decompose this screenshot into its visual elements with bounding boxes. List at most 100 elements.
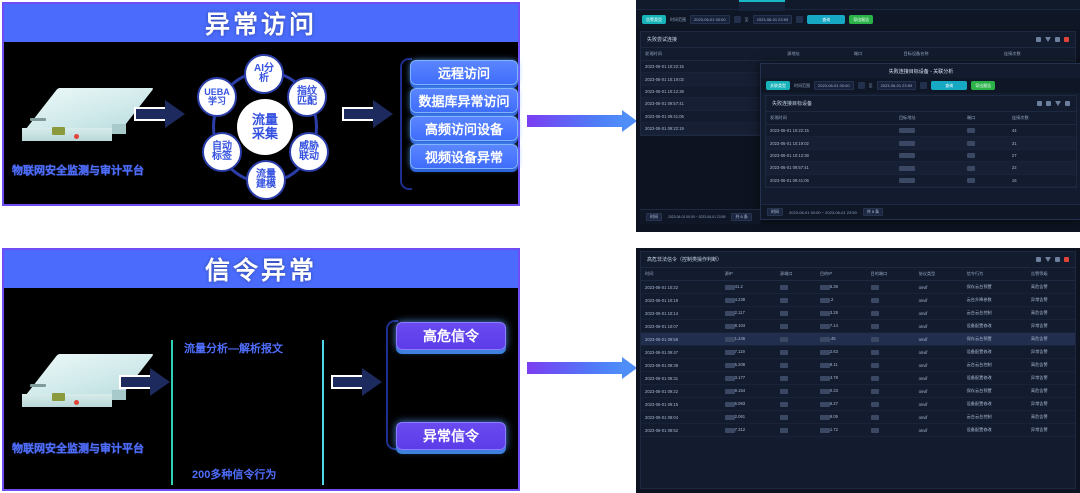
overlay-search-button[interactable]: 查询 bbox=[931, 81, 968, 90]
table-cell bbox=[775, 280, 816, 294]
table-cell: 高危告警 bbox=[1026, 332, 1075, 346]
calendar-icon[interactable] bbox=[733, 16, 741, 23]
table-cell: 3.28 bbox=[815, 306, 867, 320]
close-icon[interactable] bbox=[1064, 257, 1069, 262]
table-cell: onvif bbox=[914, 319, 963, 333]
table-cell: 2023-06-01 10:07 bbox=[641, 319, 721, 333]
table-cell: 云台云台控制 bbox=[962, 410, 1027, 424]
device-label-1: 物联网安全监测与审计平台 bbox=[12, 165, 144, 177]
maximize-icon[interactable] bbox=[1055, 37, 1060, 42]
app-screenshot-abnormal-access: 告警类型 时间范围 2023-06-01 00:00 至 2023-06-01 … bbox=[636, 0, 1080, 232]
alarm-type-select[interactable]: 告警类型 bbox=[642, 15, 666, 24]
filter-icon[interactable] bbox=[1045, 257, 1051, 262]
redacted-value bbox=[966, 128, 975, 134]
table-cell bbox=[866, 410, 915, 424]
cluster-node-ai: AI分析 bbox=[244, 54, 284, 94]
panel-2-title: 信令异常 bbox=[204, 257, 317, 285]
redacted-value bbox=[898, 128, 915, 134]
tab-active-indicator[interactable] bbox=[739, 0, 785, 11]
table-cell: 2023-06-01 09:39 bbox=[641, 358, 721, 372]
table-cell: 设备配置修改 bbox=[962, 345, 1027, 359]
overlay-start-time-input[interactable]: 2023-06-01 00:00 bbox=[814, 81, 854, 90]
table-cell: onvif bbox=[914, 306, 963, 320]
result-pill-column-2: 高危信令 异常信令 bbox=[396, 322, 506, 450]
table-cell bbox=[866, 384, 915, 398]
col-time: 发现时间 bbox=[641, 48, 784, 61]
result-pill-high-risk-signaling[interactable]: 高危信令 bbox=[396, 322, 506, 350]
maximize-icon[interactable] bbox=[1055, 257, 1060, 262]
start-time-input[interactable]: 2023-06-01 00:00 bbox=[690, 15, 730, 24]
export-report-button[interactable]: 导出报告 bbox=[849, 15, 874, 24]
redacted-value bbox=[870, 284, 879, 290]
card-action-icons bbox=[1036, 37, 1069, 42]
flow-arrow-2a bbox=[119, 367, 173, 397]
redacted-value bbox=[724, 310, 735, 316]
table-cell: 2023-06-01 09:31 bbox=[641, 371, 721, 385]
maximize-icon[interactable] bbox=[1065, 101, 1070, 106]
device-chip bbox=[52, 393, 65, 401]
table-cell: 高危告警 bbox=[1026, 410, 1075, 424]
close-icon[interactable] bbox=[1064, 37, 1069, 42]
info-icon[interactable] bbox=[1046, 101, 1051, 106]
redacted-value bbox=[724, 414, 735, 420]
redacted-value bbox=[870, 427, 879, 433]
overlay-end-time-input[interactable]: 2023-06-01 23:59 bbox=[876, 81, 917, 90]
app-toolbar: 告警类型 时间范围 2023-06-01 00:00 至 2023-06-01 … bbox=[636, 10, 1080, 29]
tag-icon[interactable] bbox=[1036, 37, 1041, 42]
table-cell: 7.119 bbox=[720, 345, 776, 359]
result-pill-abnormal-signaling[interactable]: 异常信令 bbox=[396, 422, 506, 450]
redacted-value bbox=[870, 336, 879, 342]
table-cell: 2023-06-01 10:19:02 bbox=[641, 72, 784, 86]
calendar-icon[interactable] bbox=[857, 82, 865, 89]
end-time-input[interactable]: 2023-06-01 23:59 bbox=[752, 15, 793, 24]
table-cell bbox=[866, 332, 915, 346]
redacted-value bbox=[870, 310, 879, 316]
search-button[interactable]: 查询 bbox=[807, 15, 846, 24]
tag-icon[interactable] bbox=[1036, 257, 1041, 262]
table-cell: onvif bbox=[914, 410, 963, 424]
table-cell bbox=[866, 358, 915, 372]
redacted-value bbox=[898, 140, 915, 146]
table-cell: 2023-06-01 09:22:19 bbox=[641, 122, 784, 136]
result-pill-remote-access[interactable]: 远程访问 bbox=[410, 60, 518, 85]
calendar-icon[interactable] bbox=[796, 16, 804, 23]
result-pill-high-frequency-device[interactable]: 高频访问设备 bbox=[410, 116, 518, 141]
overlay-type-select[interactable]: 关联类型 bbox=[766, 81, 790, 90]
result-pill-db-abnormal-access[interactable]: 数据库异常访问 bbox=[410, 88, 518, 113]
app-titlebar bbox=[636, 0, 1080, 11]
redacted-value bbox=[870, 349, 879, 355]
tag-icon[interactable] bbox=[1037, 101, 1042, 106]
table-cell bbox=[894, 124, 963, 138]
filter-icon[interactable] bbox=[1045, 37, 1051, 42]
table-cell: 云台云台控制 bbox=[962, 358, 1027, 372]
table-cell: 高危告警 bbox=[1026, 280, 1075, 294]
card-title: 失败尝试连接 bbox=[647, 37, 678, 43]
redacted-value bbox=[819, 284, 830, 290]
calendar-icon[interactable] bbox=[920, 82, 928, 89]
table-cell: onvif bbox=[914, 358, 963, 372]
result-pill-video-device-abnormal[interactable]: 视频设备异常 bbox=[410, 144, 518, 169]
redacted-value bbox=[724, 336, 735, 342]
cluster-center-line2: 采集 bbox=[251, 126, 278, 141]
overlay-export-button[interactable]: 导出报告 bbox=[971, 81, 996, 90]
filter-icon[interactable] bbox=[1055, 101, 1061, 106]
